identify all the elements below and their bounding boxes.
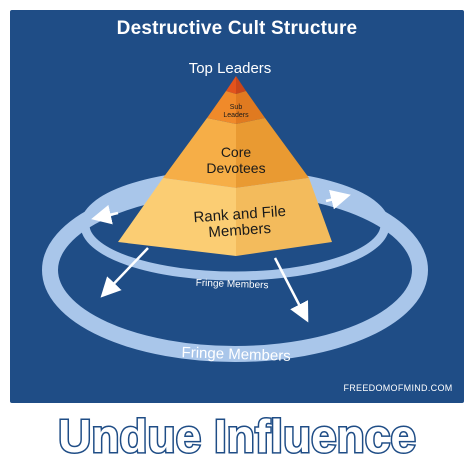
label-sub-leaders-line2: Leaders (223, 112, 249, 119)
arrow-lower-right (273, 257, 309, 323)
label-fringe-members-outer: Fringe Members (181, 344, 291, 365)
arrow-right (325, 189, 351, 210)
arrow-lower-left (100, 247, 149, 298)
pyramid-tier-core-left (163, 118, 236, 188)
label-core-devotees-line1: Core (221, 144, 252, 160)
pyramid-tier-core-right (236, 118, 309, 188)
label-core-devotees-line2: Devotees (206, 160, 265, 176)
label-sub-leaders-line1: Sub (230, 104, 243, 111)
pyramid-tier-sub-right (236, 91, 265, 124)
pyramid-tier-rank-right (236, 178, 332, 256)
label-top-leaders: Top Leaders (189, 60, 272, 77)
website-label: FREEDOMOFMIND.COM (343, 383, 452, 393)
arrow-left (91, 204, 119, 225)
banner-title: Undue Influence (58, 410, 416, 462)
label-fringe-members-inner: Fringe Members (196, 278, 269, 292)
diagram-title: Destructive Cult Structure (116, 18, 358, 39)
label-rank-and-file-line2: Members (208, 220, 272, 241)
pyramid-tier-top-right (236, 76, 246, 94)
pyramid-tier-rank-left (118, 178, 236, 256)
pyramid-tier-top-left (226, 76, 236, 94)
pyramid-tier-sub-left (207, 91, 236, 124)
label-rank-and-file-line1: Rank and File (193, 203, 287, 226)
